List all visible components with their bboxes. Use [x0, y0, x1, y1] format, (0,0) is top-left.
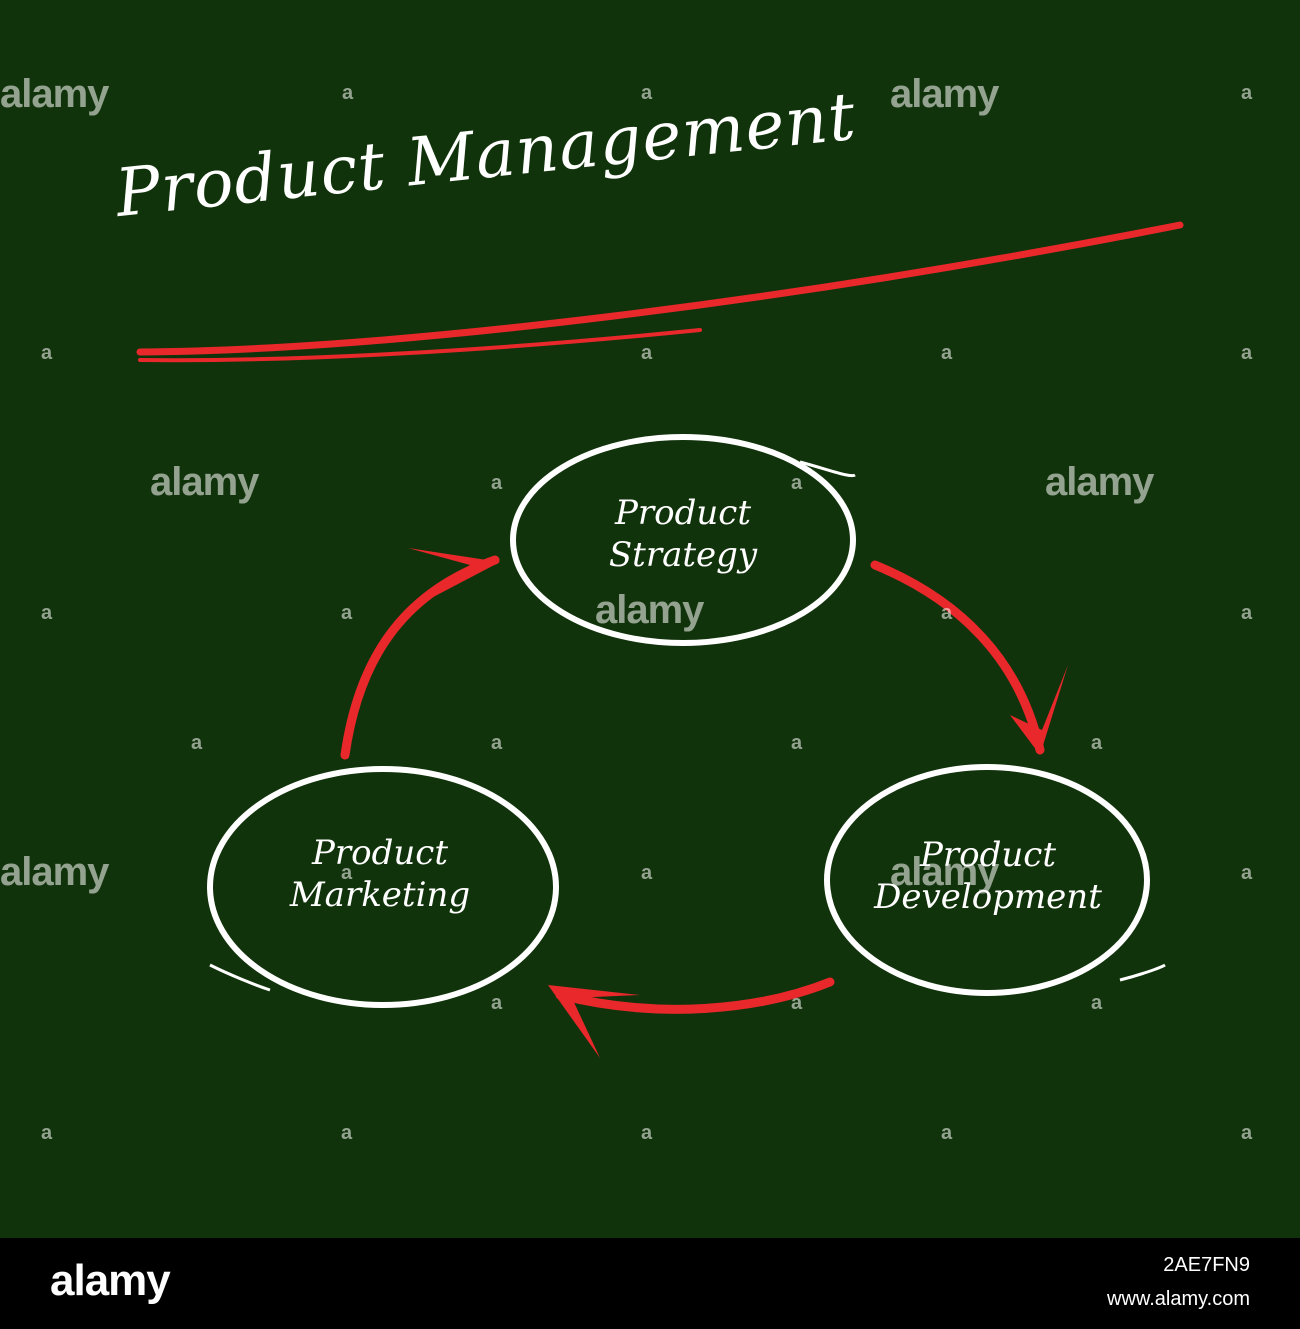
watermark-mark: a: [191, 732, 203, 754]
node-development-label: Product Development: [874, 835, 1102, 917]
footer-image-info: 2AE7FN9 www.alamy.com: [1107, 1248, 1250, 1316]
watermark-mark: a: [1091, 992, 1103, 1014]
watermark-mark: a: [791, 732, 803, 754]
watermark-mark: a: [941, 1122, 953, 1144]
watermark-mark: a: [491, 992, 503, 1014]
watermark-logo: alamy: [0, 72, 109, 116]
watermark-mark: a: [1241, 862, 1253, 884]
watermark-mark: a: [341, 602, 353, 624]
arrow-development-to-marketing: [548, 977, 835, 1058]
watermark-mark: a: [491, 472, 503, 494]
watermark-mark: a: [1241, 602, 1253, 624]
watermark-mark: a: [491, 732, 503, 754]
watermark-mark: a: [341, 1122, 353, 1144]
footer-site: www.alamy.com: [1107, 1288, 1250, 1310]
footer-bar: alamy 2AE7FN9 www.alamy.com: [0, 1238, 1300, 1329]
node-strategy-label: Product Strategy: [608, 493, 758, 575]
title-underline: [136, 221, 1184, 356]
watermark-logo: alamy: [150, 460, 259, 504]
arrow-marketing-to-strategy: [340, 548, 500, 760]
arrow-strategy-to-development: [870, 560, 1068, 755]
node-development-ellipse: [824, 764, 1166, 996]
watermark-mark: a: [941, 342, 953, 364]
node-strategy-ellipse: [510, 434, 856, 646]
footer-logo: alamy: [50, 1256, 171, 1305]
watermark-logo: alamy: [0, 850, 109, 894]
watermark-mark: a: [641, 82, 653, 104]
watermark-mark: a: [791, 992, 803, 1014]
watermark-logo: alamy: [595, 588, 704, 632]
watermark-mark: a: [41, 342, 53, 364]
footer-image-id: 2AE7FN9: [1163, 1254, 1250, 1276]
node-marketing-label: Product Marketing: [289, 833, 471, 915]
watermark-logo: alamy: [890, 850, 999, 894]
cycle-diagram: [136, 221, 1184, 1058]
watermark-mark: a: [1091, 732, 1103, 754]
watermark-mark: a: [791, 472, 803, 494]
watermark-mark: a: [641, 1122, 653, 1144]
watermark-mark: a: [41, 602, 53, 624]
watermark-mark: a: [341, 862, 353, 884]
chalkboard: [0, 0, 1300, 1238]
watermark-mark: a: [1241, 82, 1253, 104]
watermark-mark: a: [1241, 1122, 1253, 1144]
watermark-mark: a: [941, 602, 953, 624]
watermark-mark: a: [641, 862, 653, 884]
node-marketing-ellipse: [207, 766, 559, 1008]
watermark-logo: alamy: [1045, 460, 1154, 504]
watermark-mark: a: [41, 1122, 53, 1144]
watermark-logo: alamy: [890, 72, 999, 116]
watermark-mark: a: [342, 82, 354, 104]
watermark-mark: a: [641, 342, 653, 364]
watermark-mark: a: [1241, 342, 1253, 364]
